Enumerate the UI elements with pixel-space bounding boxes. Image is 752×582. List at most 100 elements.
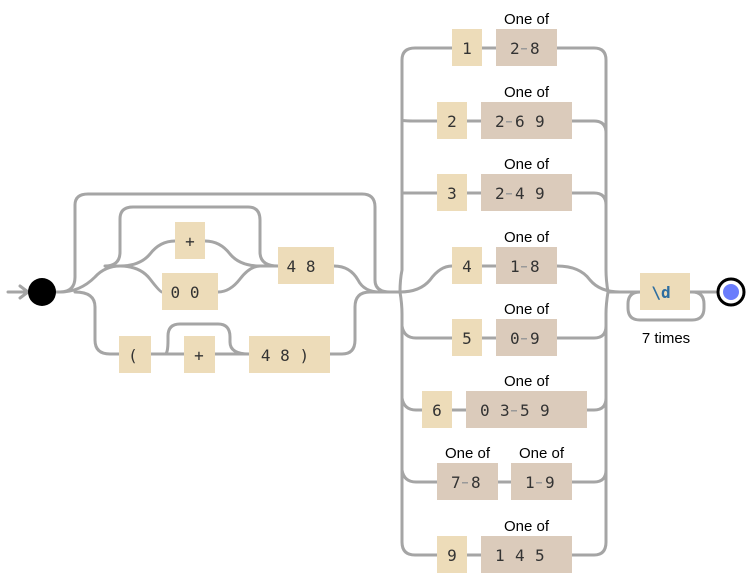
branch-1-class-one-of-label: One of [504, 11, 550, 28]
branch-6-class-char: 5 [520, 401, 530, 420]
end-node [723, 284, 739, 300]
branch-5-class-char: 0 [510, 329, 520, 348]
bus-right-bottom [570, 290, 610, 557]
zz-out-wire [216, 264, 262, 294]
start-node [28, 278, 56, 306]
branch-6-class-range-dash [511, 410, 517, 412]
branch-2-class-char: 2 [495, 112, 505, 131]
branch-4-class [496, 247, 557, 284]
branch-8-literal [437, 536, 467, 573]
repeat-label: 7 times [642, 330, 690, 347]
paren-plus-literal-text: + [194, 346, 204, 365]
country-literal [278, 247, 334, 284]
paren-in-wire [73, 290, 121, 356]
branch-5-class-one-of-label: One of [504, 301, 550, 318]
branch-3-class [481, 174, 572, 211]
row5-out [555, 324, 608, 340]
row4-in [398, 264, 454, 294]
branch-7-class-a-range-dash [462, 482, 468, 484]
branch-3-literal [437, 174, 467, 211]
branch-8-class-char: 5 [535, 546, 545, 565]
branch-7-class-b-char: 9 [545, 473, 555, 492]
branch-6-literal [422, 391, 452, 428]
branch-7-class-b-range-dash [536, 482, 542, 484]
row6-out [585, 396, 608, 412]
digit-escape [640, 273, 690, 310]
row5-in [400, 324, 454, 340]
paren-country-literal [249, 336, 330, 373]
branch-8-class-one-of-label: One of [504, 518, 550, 535]
branch-7-class-b-one-of-label: One of [519, 445, 565, 462]
branch-7-class-a [437, 463, 498, 500]
digit-escape-text: \d [651, 283, 670, 302]
country-literal-text: 4 8 [287, 257, 316, 276]
paren-plus-literal [184, 336, 215, 373]
plus-out-wire [203, 239, 262, 268]
branch-6-class-one-of-label: One of [504, 373, 550, 390]
branch-4-class-range-dash [521, 266, 527, 268]
branch-4-class-char: 1 [510, 257, 520, 276]
row6-in [400, 396, 424, 412]
branch-2-class-char: 9 [535, 112, 545, 131]
branch-5-literal-text: 5 [462, 329, 472, 348]
branch-8-class-char: 1 [495, 546, 505, 565]
branch-5-class [496, 319, 557, 356]
bus-left-top [398, 46, 454, 294]
plus-in-wire [118, 239, 177, 268]
branch-3-literal-text: 3 [447, 184, 457, 203]
branch-6-class-char: 9 [540, 401, 550, 420]
branch-2-class-one-of-label: One of [504, 84, 550, 101]
bus-left-bottom [398, 290, 439, 557]
row2-in [400, 118, 439, 123]
branch-3-class-char: 4 [515, 184, 525, 203]
branch-7-class-a-one-of-label: One of [445, 445, 491, 462]
paren-country-literal-text: 4 8 ) [261, 346, 309, 365]
prefix-branch-a-in [58, 264, 122, 294]
skip-paren-plus-wire [163, 322, 251, 356]
branch-7-class-a-char: 8 [471, 473, 481, 492]
bus-right-top [555, 46, 610, 294]
skip-plus-wire [103, 205, 280, 268]
branch-3-class-one-of-label: One of [504, 156, 550, 173]
row2-out [570, 119, 608, 135]
branch-6-class-char: 3 [500, 401, 510, 420]
wires [6, 46, 718, 557]
branch-2-class [481, 102, 572, 139]
zz-in-wire [118, 264, 164, 294]
zero-zero-literal-text: 0 0 [171, 283, 200, 302]
plus-literal [175, 222, 205, 259]
plus-literal-text: + [185, 232, 195, 251]
branch-3-class-range-dash [506, 193, 512, 195]
branch-6-class [466, 391, 587, 428]
row4-out [555, 264, 622, 294]
branch-4-class-char: 8 [530, 257, 540, 276]
row3-out [570, 191, 608, 207]
branch-3-class-char: 2 [495, 184, 505, 203]
row7-out [570, 468, 608, 484]
branch-5-class-char: 9 [530, 329, 540, 348]
branch-4-literal [452, 247, 482, 284]
skip-prefix-wire [58, 192, 392, 294]
paren-out-wire [328, 290, 402, 356]
repeat-loop-wire [626, 290, 706, 322]
zero-zero-literal [162, 273, 218, 310]
branch-1-class-char: 2 [510, 39, 520, 58]
branch-5-literal [452, 319, 482, 356]
branch-8-class-char: 4 [515, 546, 525, 565]
branch-7-class-b-char: 1 [525, 473, 535, 492]
branch-2-class-range-dash [506, 121, 512, 123]
branch-6-literal-text: 6 [432, 401, 442, 420]
branch-4-literal-text: 4 [462, 257, 472, 276]
branch-1-literal [452, 29, 482, 66]
row7-in [400, 468, 439, 484]
prefix-group: + 0 0 4 8 ( + 4 8 ) [119, 222, 334, 373]
branch-7-class-a-char: 7 [451, 473, 461, 492]
branch-8-literal-text: 9 [447, 546, 457, 565]
branch-5-class-range-dash [521, 338, 527, 340]
paren-open-literal [119, 336, 151, 373]
branch-1-class [496, 29, 557, 66]
branch-1-class-range-dash [521, 48, 527, 50]
branch-2-class-char: 6 [515, 112, 525, 131]
